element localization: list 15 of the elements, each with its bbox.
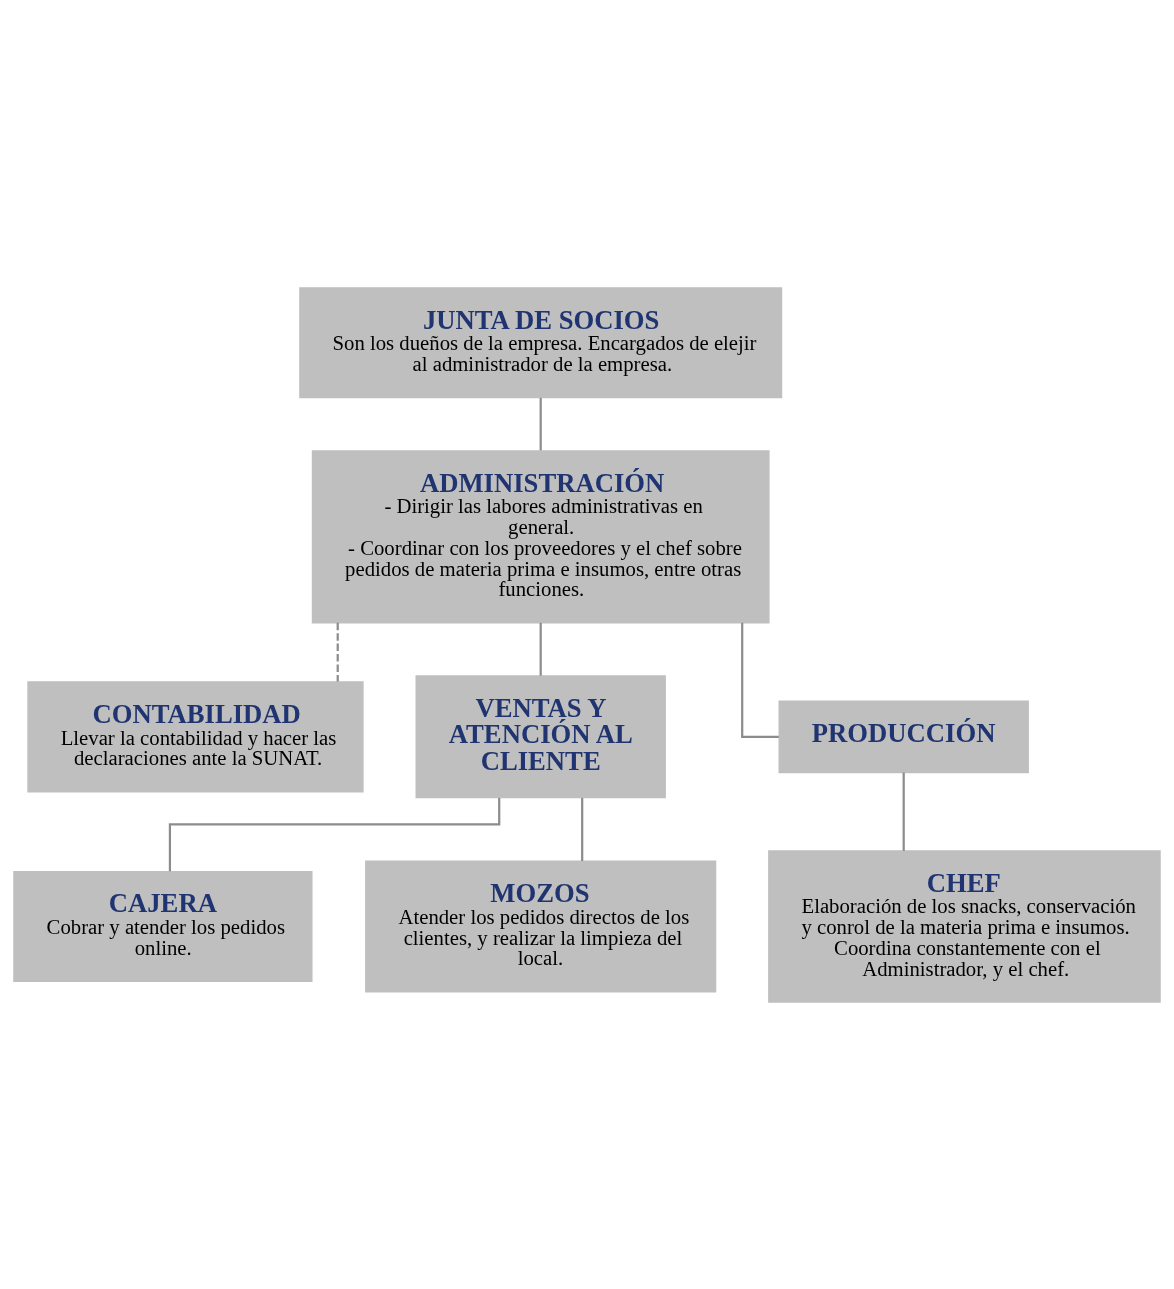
connector — [902, 772, 905, 851]
node-box: VENTAS Y ATENCIÓN AL CLIENTE — [415, 674, 666, 798]
node-box: PRODUCCIÓN — [778, 700, 1029, 773]
connector — [336, 622, 339, 682]
connector — [168, 797, 501, 871]
connector — [539, 622, 542, 676]
node-box: CONTABILIDAD Llevar la contabilidad y hacer las declaraciones ante la SUNAT. — [27, 680, 364, 792]
node-box: JUNTA DE SOCIOS Son los dueños de la empresa. Encargados de elejir al administrador de la empresa. — [299, 286, 783, 398]
node-box: CAJERA Cobrar y atender los pedidos online. — [13, 870, 313, 982]
node-box: MOZOS Atender los pedidos directos de los clientes, y realizar la limpieza del local. — [365, 860, 717, 992]
node-box: CHEF Elaboración de los snacks, conservación y conrol de la materia prima e insumos. Coordina constantemente con el Administrador, y el chef. — [768, 849, 1161, 1003]
node-box: ADMINISTRACIÓN - Dirigir las labores administrativas en general. - Coordinar con los proveedores y el chef sobre pedidos de materia prima e insumos, entre otras funciones. — [311, 449, 770, 623]
connector — [539, 397, 542, 450]
connector — [581, 797, 584, 861]
connector — [741, 622, 779, 738]
